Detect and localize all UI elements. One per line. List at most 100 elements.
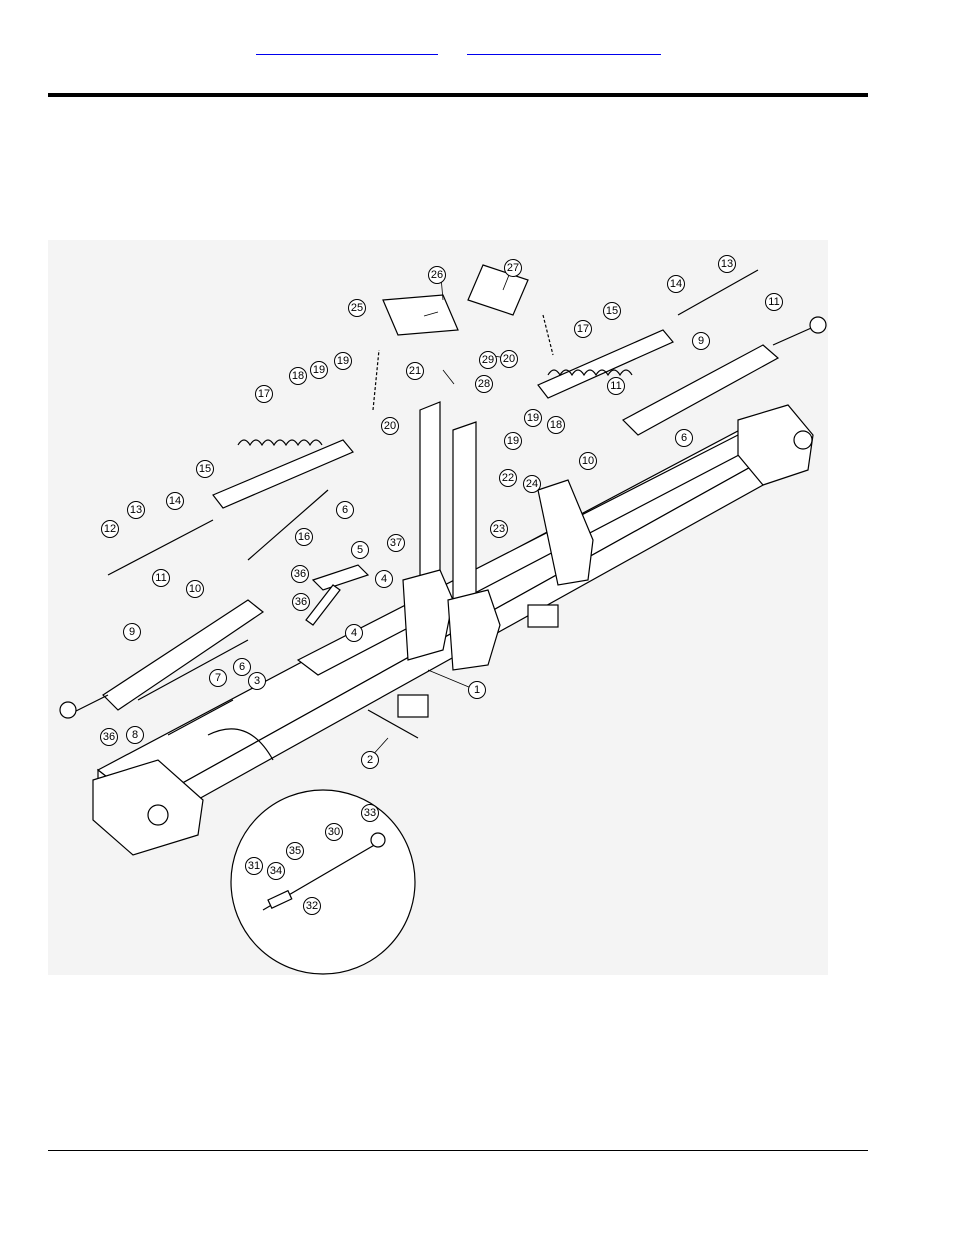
left-pivot — [148, 805, 168, 825]
callout-label: 25 — [351, 302, 363, 314]
arm-5-link — [306, 585, 340, 625]
callout-c18a: 18 — [290, 368, 307, 385]
frame-drawing — [60, 265, 826, 974]
callout-c19a: 19 — [311, 362, 328, 379]
cylinder-left — [103, 600, 263, 710]
callout-c19d: 19 — [525, 410, 542, 427]
callout-c12: 12 — [102, 521, 119, 538]
callout-c5: 5 — [352, 542, 369, 559]
spring-20-right — [543, 315, 553, 355]
callout-label: 19 — [313, 364, 325, 376]
callout-c9b: 9 — [693, 333, 710, 350]
callout-label: 36 — [295, 596, 307, 608]
callout-c15a: 15 — [197, 461, 214, 478]
callout-c13a: 13 — [128, 502, 145, 519]
callout-label: 9 — [698, 335, 704, 347]
hitch-box-1 — [398, 695, 428, 717]
callout-label: 29 — [482, 354, 494, 366]
callout-c25: 25 — [349, 300, 366, 317]
bracket-25 — [383, 295, 458, 335]
callout-label: 19 — [507, 435, 519, 447]
callout-c11c: 11 — [766, 294, 783, 311]
callout-label: 19 — [527, 412, 539, 424]
callout-label: 31 — [248, 860, 260, 872]
callout-label: 11 — [768, 296, 779, 308]
callout-label: 32 — [306, 900, 318, 912]
header-link-2[interactable] — [467, 38, 661, 55]
callout-label: 20 — [384, 420, 396, 432]
callout-label: 35 — [289, 845, 301, 857]
callout-c15b: 15 — [604, 303, 621, 320]
callout-c36b: 36 — [293, 594, 310, 611]
callout-c17b: 17 — [575, 321, 592, 338]
callout-label: 15 — [199, 463, 211, 475]
callout-c35: 35 — [287, 843, 304, 860]
spring-tube-left — [213, 440, 353, 508]
detail-bubble — [231, 790, 415, 974]
callout-c26: 26 — [429, 267, 446, 284]
callout-c13b: 13 — [719, 256, 736, 273]
callout-c28: 28 — [476, 376, 493, 393]
spring-20-left — [373, 350, 379, 410]
callout-c22: 22 — [500, 470, 517, 487]
callout-label: 14 — [670, 278, 682, 290]
rod-12 — [108, 520, 213, 575]
callout-label: 33 — [364, 807, 376, 819]
callout-c18b: 18 — [548, 417, 565, 434]
callout-c34: 34 — [268, 863, 285, 880]
callout-label: 27 — [507, 262, 519, 274]
callout-label: 4 — [351, 627, 357, 639]
callout-label: 23 — [493, 523, 505, 535]
callout-c36c: 36 — [101, 729, 118, 746]
callout-c11a: 11 — [153, 570, 170, 587]
callout-label: 21 — [409, 365, 421, 377]
callout-label: 3 — [254, 675, 260, 687]
callout-label: 13 — [130, 504, 142, 516]
callout-label: 36 — [294, 568, 306, 580]
callout-c21: 21 — [407, 363, 424, 380]
callout-c19c: 19 — [505, 433, 522, 450]
callout-c8: 8 — [127, 727, 144, 744]
rod-16 — [248, 490, 328, 560]
callout-label: 7 — [215, 672, 221, 684]
callout-label: 10 — [189, 583, 201, 595]
callout-c23: 23 — [491, 521, 508, 538]
callout-c4b: 4 — [346, 625, 363, 642]
callout-c20a: 20 — [382, 418, 399, 435]
callout-label: 28 — [478, 378, 490, 390]
callout-label: 30 — [328, 826, 340, 838]
callout-c10a: 10 — [187, 581, 204, 598]
callout-label: 37 — [390, 537, 402, 549]
callout-label: 26 — [431, 269, 443, 281]
header-rule — [48, 93, 868, 97]
callout-c14a: 14 — [167, 493, 184, 510]
callout-c11b: 11 — [608, 378, 625, 395]
arm-5 — [313, 565, 368, 590]
callout-c6b: 6 — [234, 659, 251, 676]
callout-label: 18 — [292, 370, 304, 382]
callout-c37: 37 — [388, 535, 405, 552]
callout-label: 6 — [239, 661, 245, 673]
callout-label: 6 — [342, 504, 348, 516]
callout-c4a: 4 — [376, 571, 393, 588]
header-link-1[interactable] — [256, 38, 438, 55]
callout-c2: 2 — [362, 752, 379, 769]
callout-label: 11 — [610, 380, 621, 392]
callout-label: 12 — [104, 523, 116, 535]
callout-c33: 33 — [362, 805, 379, 822]
callout-c14b: 14 — [668, 276, 685, 293]
callout-label: 4 — [381, 573, 387, 585]
callout-c32: 32 — [304, 898, 321, 915]
callout-c3: 3 — [249, 673, 266, 690]
callout-label: 36 — [103, 731, 115, 743]
callout-c20b: 20 — [501, 351, 518, 368]
callout-label: 10 — [582, 455, 594, 467]
callout-label: 9 — [129, 626, 135, 638]
callout-label: 22 — [502, 472, 514, 484]
callout-c24: 24 — [524, 476, 541, 493]
callout-c9a: 9 — [124, 624, 141, 641]
callout-c1: 1 — [469, 682, 486, 699]
callout-label: 1 — [474, 684, 480, 696]
callout-label: 17 — [258, 388, 270, 400]
